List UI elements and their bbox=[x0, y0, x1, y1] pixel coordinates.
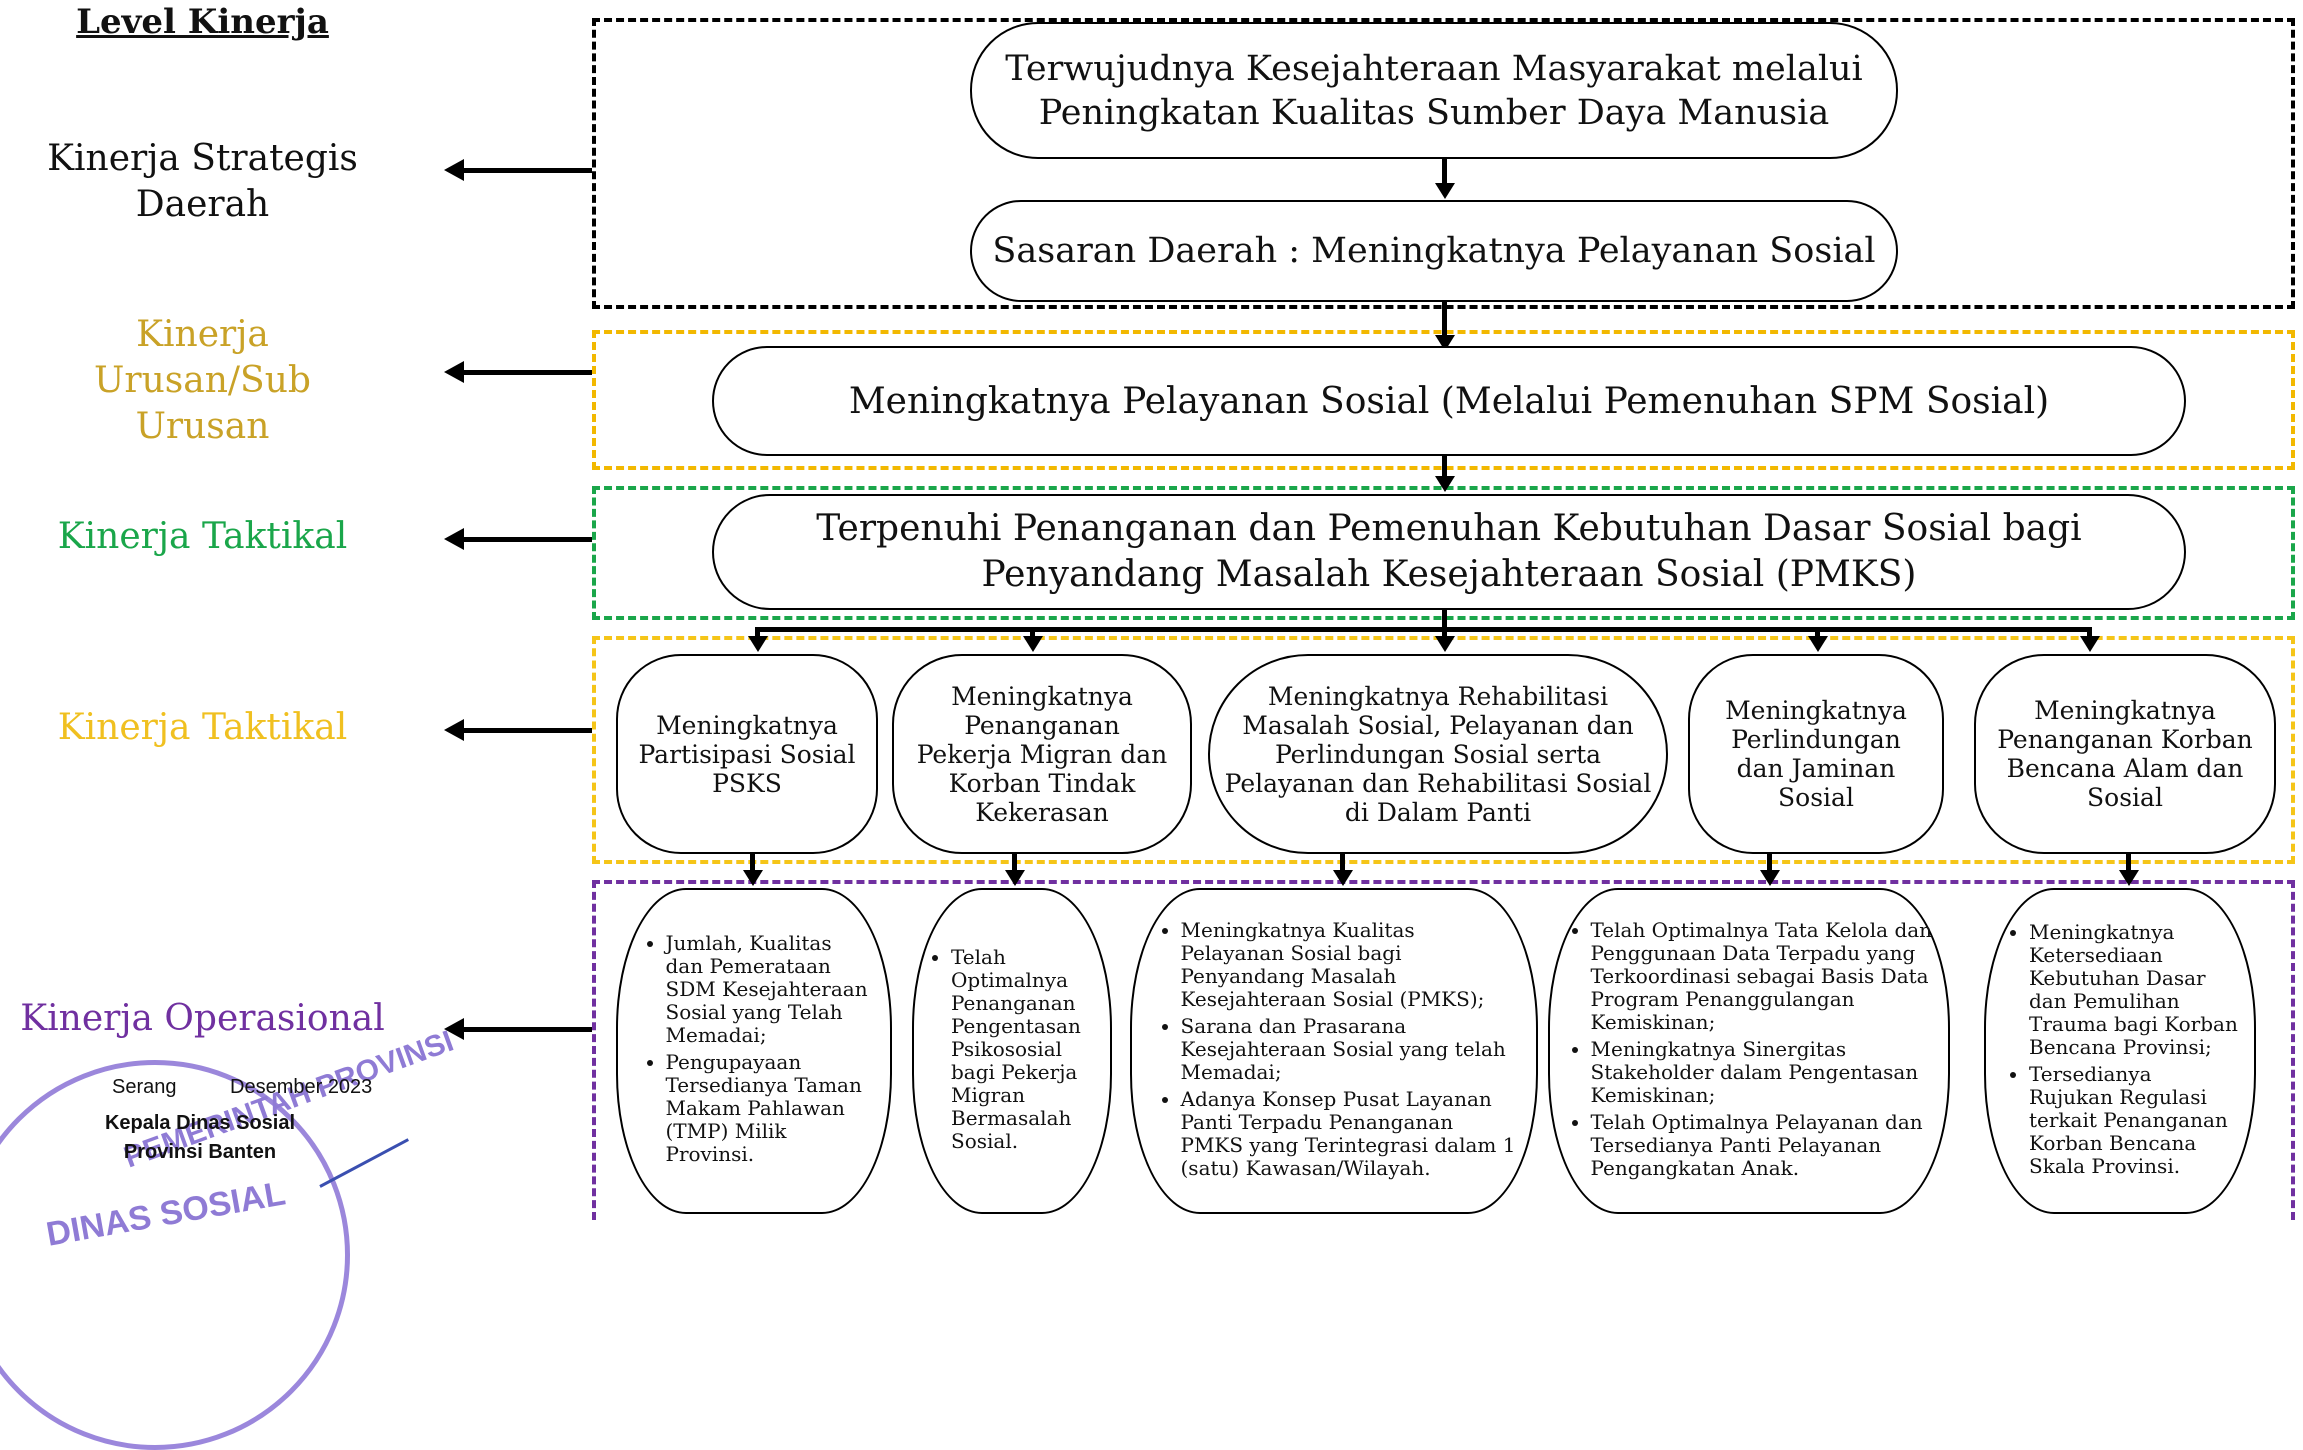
operational-item: Adanya Konsep Pusat Layanan Panti Terpad… bbox=[1181, 1087, 1516, 1180]
branch-arrow-5 bbox=[2080, 636, 2100, 652]
operational-item: Meningkatnya Sinergitas Stakeholder dala… bbox=[1591, 1037, 1936, 1107]
urusan-node: Meningkatnya Pelayanan Sosial (Melalui P… bbox=[712, 346, 2186, 456]
level-taktikal1-label: Kinerja Taktikal bbox=[57, 516, 348, 557]
operational-item: Tersedianya Rujukan Regulasi terkait Pen… bbox=[2029, 1062, 2239, 1178]
program-node-2: Meningkatnya Penanganan Pekerja Migran d… bbox=[892, 654, 1192, 854]
arrow-strategis bbox=[444, 159, 592, 181]
operational-node-1: Jumlah, Kualitas dan Pemerataan SDM Kese… bbox=[616, 888, 892, 1214]
signature-title-1: Kepala Dinas Sosial bbox=[104, 1112, 296, 1134]
operational-item: Telah Optimalnya Tata Kelola dan Penggun… bbox=[1591, 918, 1936, 1034]
signature-date: Desember 2023 bbox=[230, 1076, 373, 1098]
arrowhead-taktikal bbox=[1435, 476, 1455, 492]
arrow-taktikal1 bbox=[444, 528, 592, 550]
op-connector-4 bbox=[1767, 854, 1772, 872]
op-arrow-2 bbox=[1005, 870, 1025, 886]
operational-node-4: Telah Optimalnya Tata Kelola dan Penggun… bbox=[1548, 888, 1950, 1214]
branch-drop-4 bbox=[1815, 627, 1820, 637]
operational-node-3: Meningkatnya Kualitas Pelayanan Sosial b… bbox=[1130, 888, 1538, 1214]
band-operasional bbox=[592, 880, 2295, 1220]
taktikal-text: Terpenuhi Penanganan dan Pemenuhan Kebut… bbox=[816, 508, 2082, 595]
operational-item: Pengupayaan Tersedianya Taman Makam Pahl… bbox=[666, 1051, 871, 1166]
taktikal-node: Terpenuhi Penanganan dan Pemenuhan Kebut… bbox=[712, 494, 2186, 610]
program-node-3: Meningkatnya Rehabilitasi Masalah Sosial… bbox=[1208, 654, 1668, 854]
branch-arrow-2 bbox=[1023, 636, 1043, 652]
branch-stem bbox=[1442, 610, 1447, 640]
branch-drop-1 bbox=[755, 627, 760, 637]
level-urusan-text: Kinerja Urusan/Sub Urusan bbox=[94, 314, 311, 447]
goal-node: Terwujudnya Kesejahteraan Masyarakat mel… bbox=[970, 22, 1898, 159]
program-node-1: Meningkatnya Partisipasi Sosial PSKS bbox=[616, 654, 878, 854]
goal-text: Terwujudnya Kesejahteraan Masyarakat mel… bbox=[1005, 48, 1863, 133]
operational-item: Telah Optimalnya Penanganan Pengentasan … bbox=[951, 945, 1101, 1153]
level-urusan-label: Kinerja Urusan/Sub Urusan bbox=[0, 312, 405, 450]
branch-drop-2 bbox=[1030, 627, 1035, 637]
connector-sasaran-urusan bbox=[1442, 302, 1447, 338]
arrow-taktikal2 bbox=[444, 719, 592, 741]
arrowhead-sasaran bbox=[1435, 183, 1455, 199]
program-node-4: Meningkatnya Perlindungan dan Jaminan So… bbox=[1688, 654, 1944, 854]
level-kinerja-title: Level Kinerja bbox=[76, 2, 329, 42]
connector-urusan-taktikal bbox=[1442, 456, 1447, 476]
operational-node-2: Telah Optimalnya Penanganan Pengentasan … bbox=[912, 888, 1112, 1214]
signature-place: Serang bbox=[112, 1076, 177, 1098]
level-strategis-text: Kinerja Strategis Daerah bbox=[47, 138, 358, 225]
branch-arrow-1 bbox=[748, 636, 768, 652]
arrow-urusan bbox=[444, 361, 592, 383]
branch-arrow-4 bbox=[1808, 636, 1828, 652]
op-arrow-1 bbox=[743, 870, 763, 886]
connector-goal-sasaran bbox=[1442, 159, 1447, 183]
branch-bar bbox=[755, 627, 2092, 632]
level-strategis-label: Kinerja Strategis Daerah bbox=[0, 136, 405, 228]
op-connector-5 bbox=[2126, 854, 2131, 872]
op-arrow-5 bbox=[2119, 870, 2139, 886]
operational-item: Meningkatnya Kualitas Pelayanan Sosial b… bbox=[1181, 918, 1516, 1011]
branch-arrow-3 bbox=[1435, 636, 1455, 652]
operational-item: Sarana dan Prasarana Kesejahteraan Sosia… bbox=[1181, 1014, 1516, 1084]
operational-item: Jumlah, Kualitas dan Pemerataan SDM Kese… bbox=[666, 932, 871, 1047]
signature-title-2: Provinsi Banten bbox=[123, 1141, 277, 1163]
op-connector-3 bbox=[1340, 854, 1345, 872]
op-arrow-4 bbox=[1760, 870, 1780, 886]
op-connector-2 bbox=[1012, 854, 1017, 872]
stamp-text-mid: DINAS SOSIAL bbox=[43, 1174, 289, 1254]
program-node-5: Meningkatnya Penanganan Korban Bencana A… bbox=[1974, 654, 2276, 854]
level-operasional-label: Kinerja Operasional bbox=[20, 998, 385, 1039]
branch-drop-5 bbox=[2087, 627, 2092, 637]
op-arrow-3 bbox=[1333, 870, 1353, 886]
operational-item: Telah Optimalnya Pelayanan dan Tersedian… bbox=[1591, 1110, 1936, 1180]
operational-node-5: Meningkatnya Ketersediaan Kebutuhan Dasa… bbox=[1984, 888, 2256, 1214]
operational-item: Meningkatnya Ketersediaan Kebutuhan Dasa… bbox=[2029, 920, 2239, 1059]
level-taktikal2-label: Kinerja Taktikal bbox=[57, 707, 348, 748]
sasaran-node: Sasaran Daerah : Meningkatnya Pelayanan … bbox=[970, 200, 1898, 302]
op-connector-1 bbox=[750, 854, 755, 872]
arrow-operasional bbox=[444, 1018, 592, 1040]
